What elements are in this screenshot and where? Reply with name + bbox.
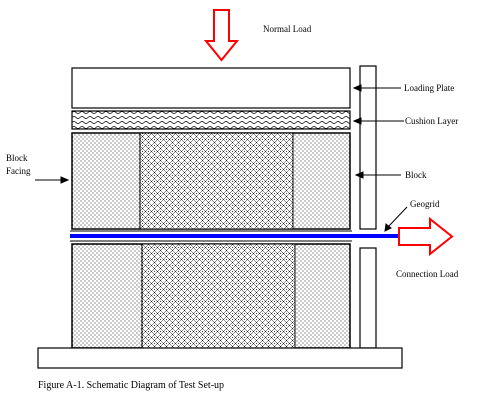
upper-block <box>71 132 351 230</box>
pointer-arrows <box>35 84 408 232</box>
cushion-layer-label: Cushion Layer <box>405 116 458 126</box>
block-facing-label-line2: Facing <box>6 166 31 176</box>
connection-load-arrow <box>398 216 454 257</box>
normal-load-arrow <box>203 9 240 62</box>
cushion-layer <box>71 110 351 130</box>
loading-plate <box>71 67 351 109</box>
normal-load-label: Normal Load <box>263 24 312 34</box>
block-facing-label-line1: Block <box>6 153 28 163</box>
base-plate <box>37 347 403 369</box>
loading-plate-label: Loading Plate <box>404 83 454 93</box>
lower-block <box>71 243 351 349</box>
figure-caption: Figure A-1. Schematic Diagram of Test Se… <box>38 380 224 391</box>
reaction-frame-upper <box>359 65 377 230</box>
geogrid-label: Geogrid <box>410 199 440 209</box>
block-label: Block <box>405 170 427 180</box>
reaction-frame-lower <box>359 247 377 349</box>
connection-load-label: Connection Load <box>396 269 459 279</box>
